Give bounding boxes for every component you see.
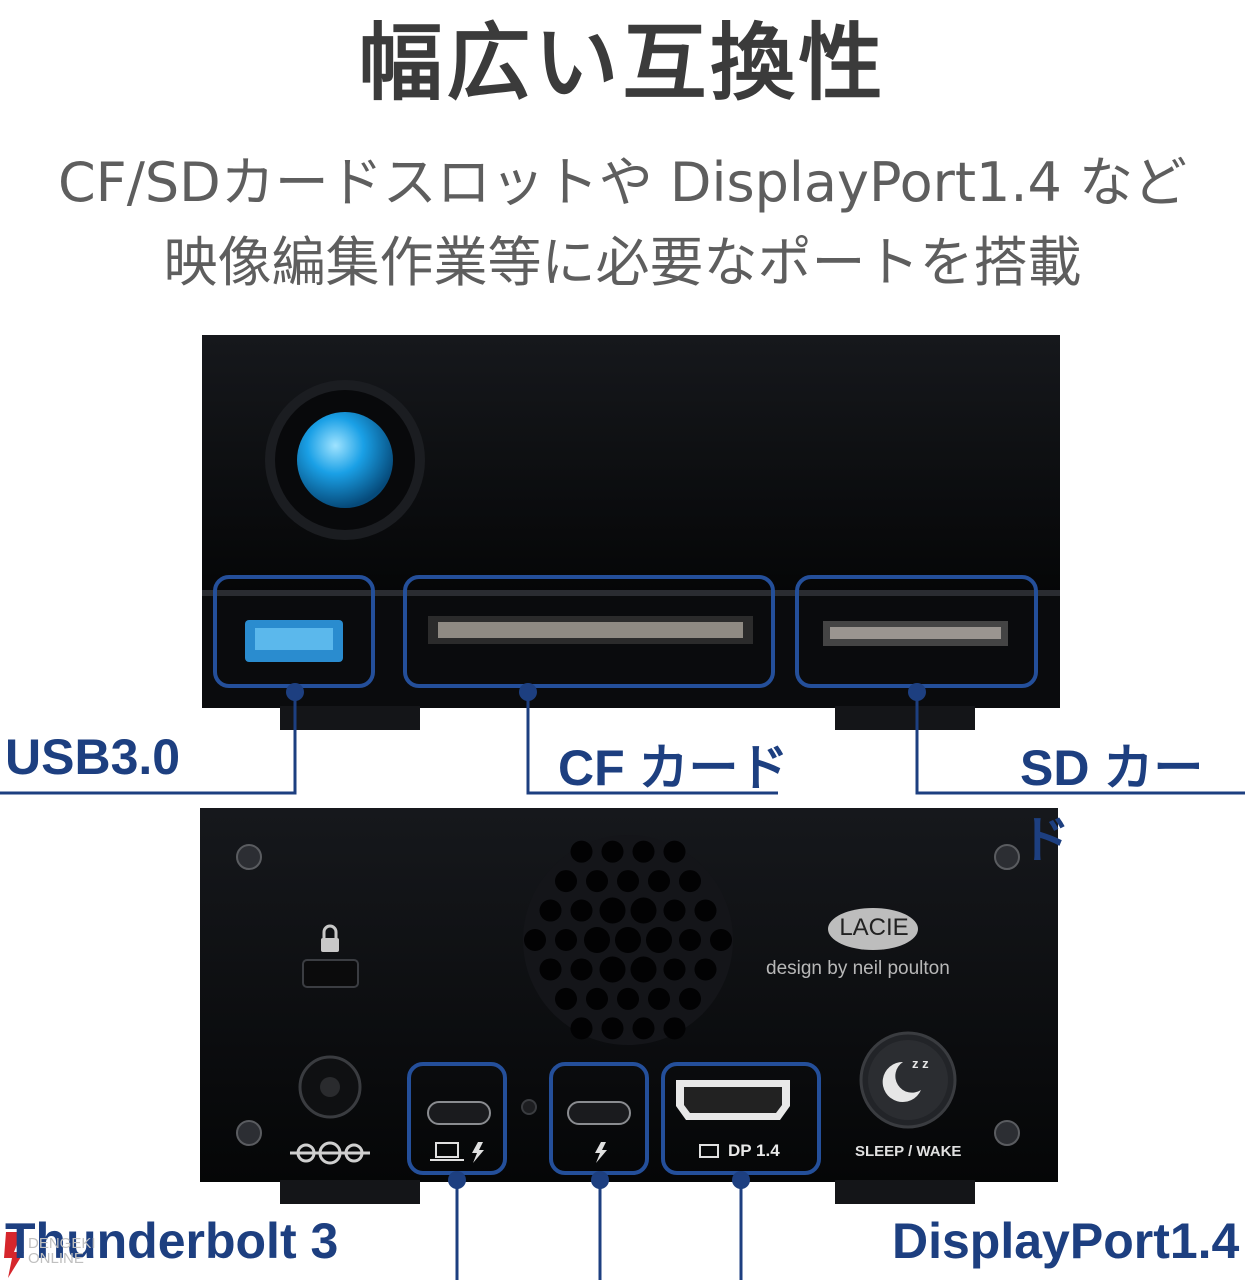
fan-hole (679, 987, 701, 1010)
fan-hole (679, 929, 701, 951)
thunderbolt-icon (472, 1142, 607, 1163)
fan-hole (599, 956, 626, 983)
fan-hole (646, 927, 672, 953)
fan-hole (586, 987, 608, 1010)
monitor-icon (699, 1144, 719, 1158)
fan-hole (601, 1017, 624, 1040)
watermark-line-2: ONLINE (28, 1250, 84, 1267)
fan-hole (617, 870, 639, 893)
dp-port-label: DP 1.4 (728, 1141, 780, 1160)
laptop-icon (430, 1142, 464, 1161)
fan-hole (663, 840, 686, 863)
page-title: 幅広い互換性 (358, 14, 887, 112)
lock-icon (321, 924, 339, 952)
fan-hole (570, 840, 593, 863)
fan-hole (630, 897, 657, 924)
watermark: DENGEKI ONLINE (28, 1236, 96, 1266)
power-led-icon (297, 412, 393, 508)
fan-hole (586, 870, 608, 893)
fan-hole (555, 870, 577, 893)
fan-hole (648, 870, 670, 893)
fan-hole (663, 899, 686, 922)
fan-hole (630, 956, 657, 983)
subtitle-line-2: 映像編集作業等に必要なポートを搭載 (163, 231, 1082, 294)
fan-hole (632, 1017, 655, 1040)
cf-highlight (403, 575, 775, 688)
fan-hole (599, 897, 626, 924)
moon-icon (882, 1061, 921, 1102)
lacie-logo (828, 908, 918, 950)
displayport-label: DisplayPort1.4 (892, 1213, 1240, 1269)
usb-label: USB3.0 (5, 729, 181, 785)
dc-polarity-icon (290, 1141, 370, 1165)
fan-hole (570, 1017, 593, 1040)
dengeki-logo-icon (4, 1232, 24, 1278)
brand-logo-text: LACIE (839, 914, 909, 941)
kensington-lock-slot (302, 959, 359, 988)
fan-hole (555, 987, 577, 1010)
fan-hole (570, 899, 593, 922)
sleep-wake-label: SLEEP / WAKE (855, 1143, 962, 1160)
watermark-line-1: DENGEKI (28, 1235, 96, 1252)
fan-hole (539, 958, 562, 981)
cf-card-label: CF カード (558, 740, 789, 796)
fan-hole (679, 870, 701, 893)
fan-hole (694, 958, 717, 981)
fan-hole (632, 840, 655, 863)
fan-hole (584, 927, 610, 953)
fan-hole (648, 987, 670, 1010)
fan-hole (663, 958, 686, 981)
fan-hole (663, 1017, 686, 1040)
front-view (0, 335, 1245, 795)
fan-hole (555, 929, 577, 951)
fan-hole (710, 929, 732, 951)
thunderbolt-label: Thunderbolt 3 (5, 1213, 339, 1269)
subtitle-line-1: CF/SDカードスロットや DisplayPort1.4 など (57, 151, 1188, 214)
back-view (200, 808, 1058, 1280)
sd-card-label: SD カード (1020, 740, 1204, 868)
fan-hole (570, 958, 593, 981)
fan-hole (601, 840, 624, 863)
sleep-zz-text: z z (912, 1056, 929, 1071)
designer-text: design by neil poulton (766, 958, 950, 979)
fan-hole (617, 987, 639, 1010)
fan-hole (524, 929, 546, 951)
fan-hole (694, 899, 717, 922)
fan-hole (615, 927, 641, 953)
fan-hole (539, 899, 562, 922)
